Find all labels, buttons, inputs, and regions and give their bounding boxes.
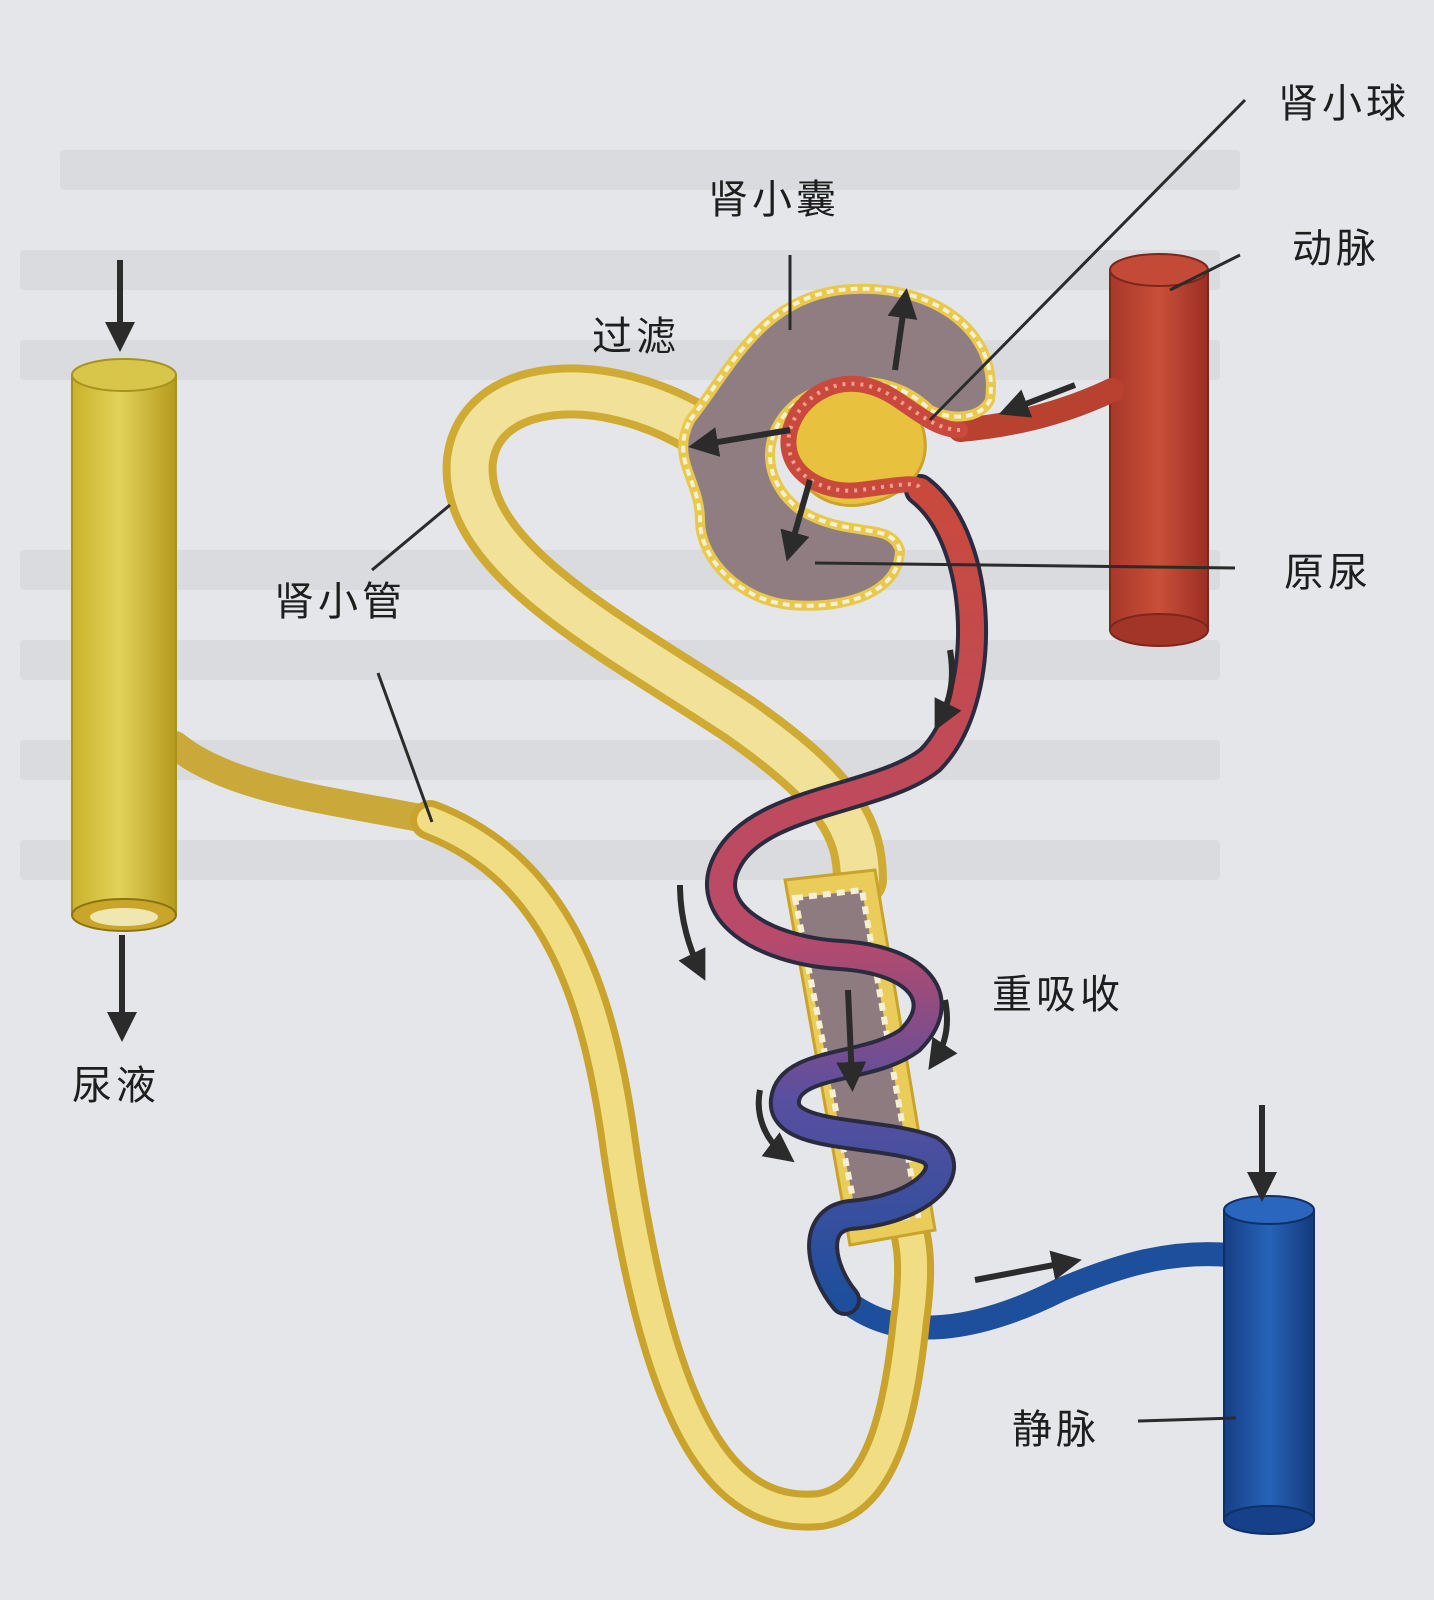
- label-capsule: 肾小囊: [708, 180, 840, 220]
- label-glomerulus: 肾小球: [1278, 84, 1410, 124]
- label-urine: 尿液: [72, 1066, 160, 1106]
- label-artery: 动脉: [1292, 229, 1380, 269]
- label-primary-urine: 原尿: [1284, 553, 1372, 593]
- arrow-tubule-down: [848, 990, 852, 1080]
- label-filtration: 过滤: [592, 317, 680, 357]
- label-vein: 静脉: [1012, 1410, 1100, 1450]
- label-reabsorption: 重吸收: [992, 975, 1124, 1015]
- label-tubule: 肾小管: [274, 582, 406, 622]
- artery-vessel: [1110, 254, 1208, 646]
- arrow-vein-flow: [975, 1262, 1070, 1280]
- leader-vein: [1138, 1418, 1236, 1421]
- arrow-reabsorb-1: [680, 885, 700, 970]
